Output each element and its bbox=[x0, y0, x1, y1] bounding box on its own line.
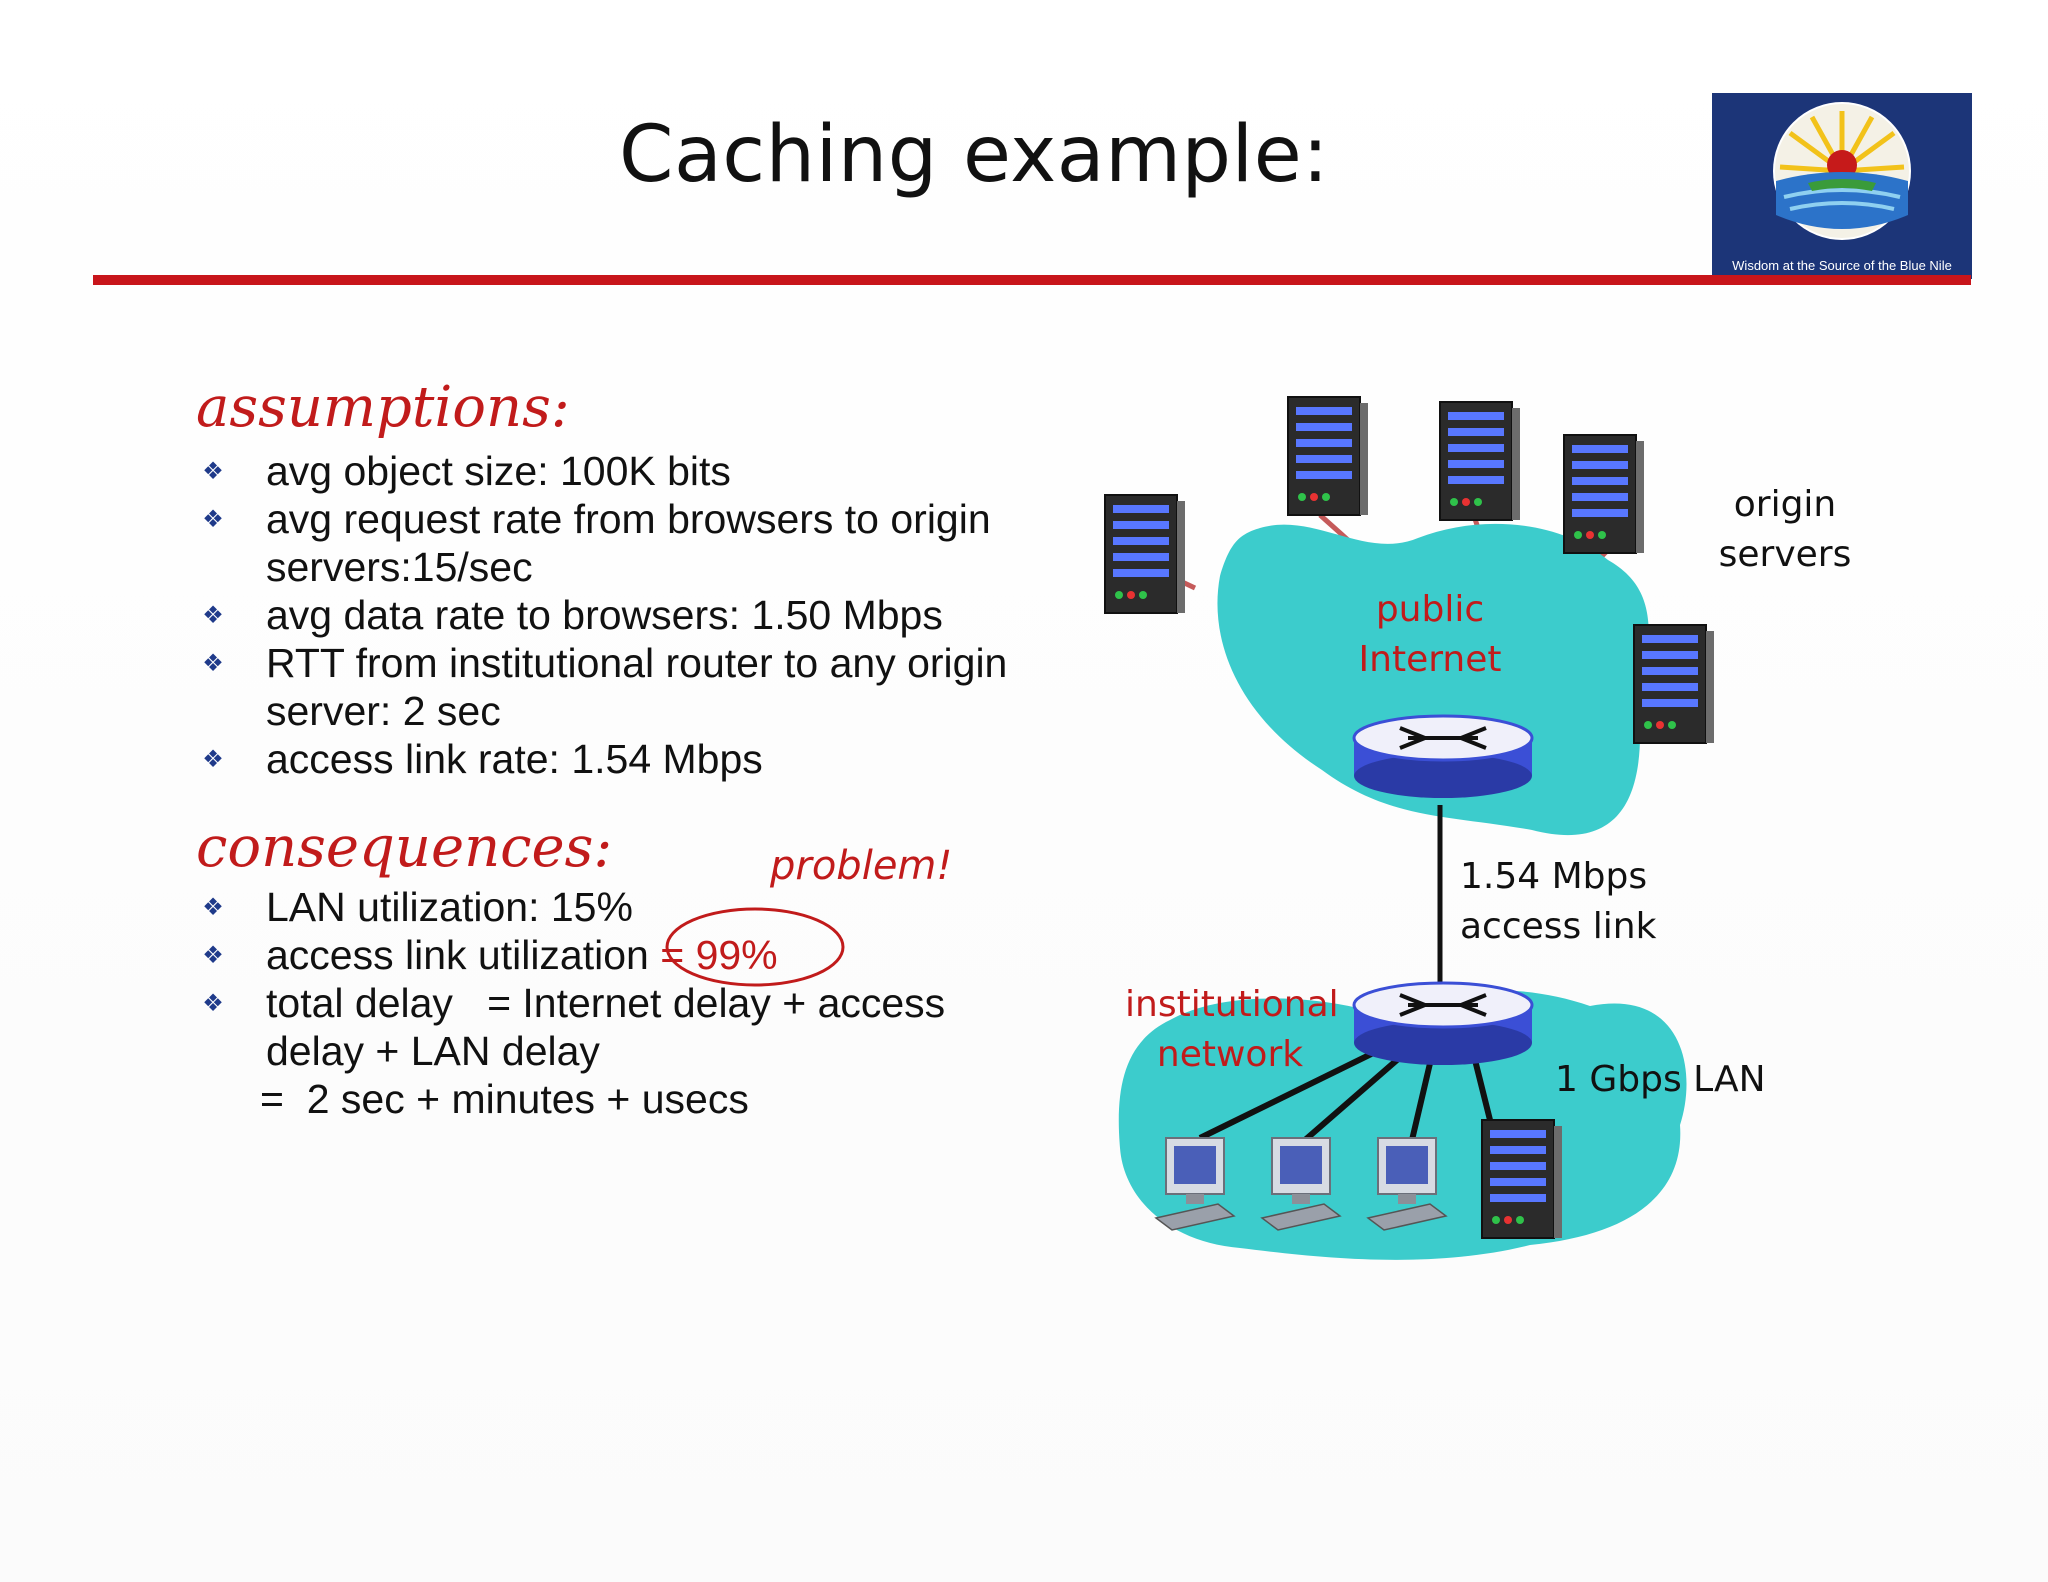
assumption-item: ❖ avg data rate to browsers: 1.50 Mbps bbox=[196, 591, 1076, 639]
assumption-item: ❖ access link rate: 1.54 Mbps bbox=[196, 735, 1076, 783]
origin-server-icon bbox=[1287, 396, 1369, 516]
workstation-icon bbox=[1155, 1137, 1235, 1231]
university-logo bbox=[1712, 93, 1972, 279]
internet-router-icon bbox=[1352, 714, 1534, 798]
assumption-item: ❖ RTT from institutional router to any o… bbox=[196, 639, 1026, 735]
diamond-bullet-icon: ❖ bbox=[202, 458, 224, 485]
diamond-bullet-icon: ❖ bbox=[202, 746, 224, 773]
assumptions-list: ❖ avg object size: 100K bits ❖ avg reque… bbox=[196, 447, 1076, 783]
consequence-item: ❖ LAN utilization: 15% bbox=[196, 883, 1096, 931]
highlight-circle bbox=[665, 907, 845, 987]
public-internet-cloud bbox=[1217, 523, 1649, 836]
assumptions-heading: assumptions: bbox=[196, 375, 570, 440]
origin-server-icon bbox=[1563, 434, 1645, 554]
origin-server-icon bbox=[1633, 624, 1715, 744]
origin-server-icon bbox=[1439, 401, 1521, 521]
lan-label: 1 Gbps LAN bbox=[1555, 1059, 1766, 1100]
consequences-list: ❖ LAN utilization: 15% ❖ access link uti… bbox=[196, 883, 1096, 1123]
public-internet-label: public Internet bbox=[1358, 589, 1502, 680]
diamond-bullet-icon: ❖ bbox=[202, 894, 224, 921]
problem-note: problem! bbox=[770, 843, 953, 889]
consequence-item: ❖ access link utilization = 99% bbox=[196, 931, 1096, 979]
network-diagram bbox=[1104, 396, 1715, 1260]
workstation-icon bbox=[1367, 1137, 1447, 1231]
consequence-continuation: delay + LAN delay bbox=[266, 1028, 600, 1074]
origin-servers-label: origin servers bbox=[1718, 484, 1852, 575]
assumption-item: ❖ avg request rate from browsers to orig… bbox=[196, 495, 1116, 591]
workstation-icon bbox=[1261, 1137, 1341, 1231]
origin-server-icon bbox=[1104, 494, 1186, 614]
slide-title: Caching example: bbox=[619, 110, 1329, 200]
access-link-label: 1.54 Mbps access link bbox=[1460, 856, 1657, 947]
diamond-bullet-icon: ❖ bbox=[202, 990, 224, 1017]
title-divider bbox=[93, 275, 1971, 285]
institutional-router-icon bbox=[1352, 981, 1534, 1065]
diamond-bullet-icon: ❖ bbox=[202, 602, 224, 629]
local-server-icon bbox=[1481, 1119, 1563, 1239]
diamond-bullet-icon: ❖ bbox=[202, 650, 224, 677]
utilization-value: = 99% bbox=[660, 932, 778, 978]
diamond-bullet-icon: ❖ bbox=[202, 942, 224, 969]
institutional-network-label: institutional network bbox=[1125, 984, 1339, 1075]
consequence-item: ❖ total delay = Internet delay + access bbox=[196, 979, 1096, 1027]
assumption-item: ❖ avg object size: 100K bits bbox=[196, 447, 1076, 495]
diamond-bullet-icon: ❖ bbox=[202, 506, 224, 533]
logo-emblem-icon bbox=[1773, 102, 1911, 240]
logo-caption: Wisdom at the Source of the Blue Nile bbox=[1732, 258, 1952, 273]
consequences-heading: consequences: bbox=[196, 815, 613, 880]
consequence-continuation: = 2 sec + minutes + usecs bbox=[260, 1076, 749, 1122]
